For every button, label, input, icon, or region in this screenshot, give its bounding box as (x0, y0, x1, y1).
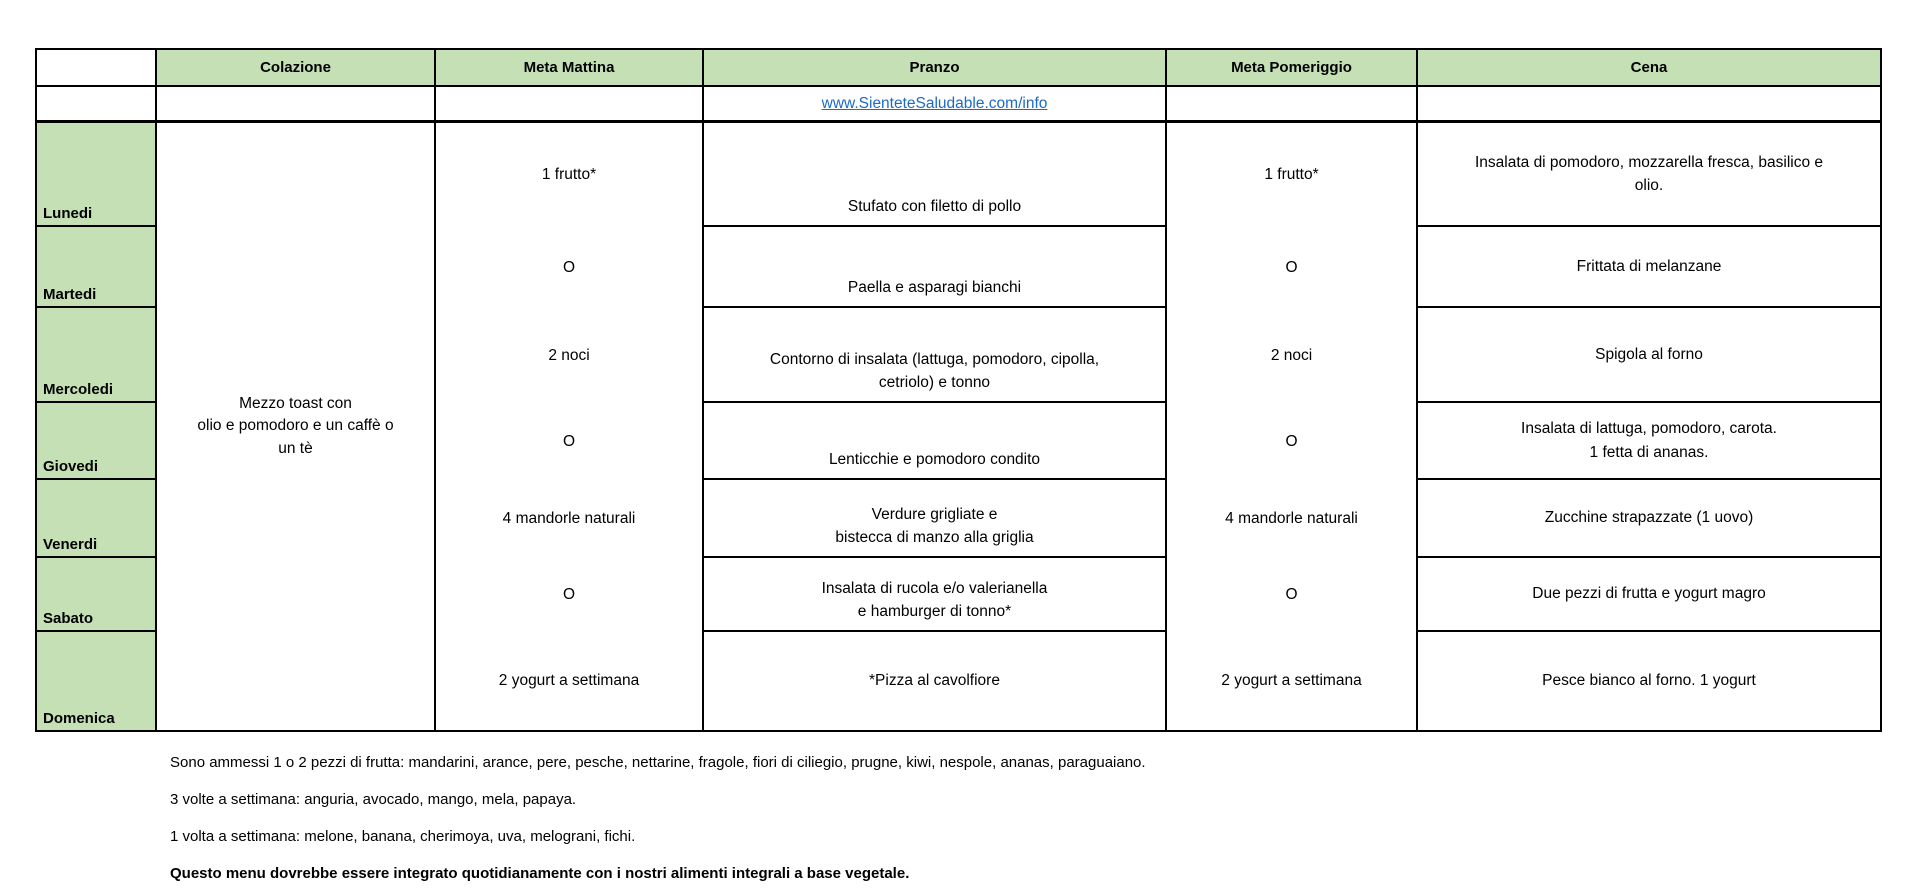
cena-sabato: Due pezzi di frutta e yogurt magro (1418, 558, 1880, 632)
column-meta-mattina: Meta Mattina 1 frutto* O 2 noci O 4 mand… (434, 50, 702, 730)
cena-venerdi: Zucchine strapazzate (1 uovo) (1418, 480, 1880, 558)
header-meta-pomeriggio: Meta Pomeriggio (1167, 50, 1416, 87)
header-pranzo: Pranzo (704, 50, 1165, 87)
cena-domenica: Pesce bianco al forno. 1 yogurt (1542, 672, 1756, 690)
meta-mattina-martedi: O (562, 258, 576, 276)
cena-giovedi: Insalata di lattuga, pomodoro, carota. 1… (1418, 403, 1880, 480)
note-fruit-allowed: Sono ammessi 1 o 2 pezzi di frutta: mand… (170, 754, 1146, 771)
day-cell-sabato: Sabato (37, 558, 155, 632)
day-label-domenica: Domenica (43, 710, 115, 727)
cena-mercoledi: Spigola al forno (1418, 308, 1880, 403)
weekly-menu-table: Lunedi Martedi Mercoledi Giovedi Venerdi… (35, 48, 1882, 732)
meta-pomeriggio-martedi: O (1285, 258, 1298, 276)
day-label-sabato: Sabato (43, 610, 94, 627)
meta-pomeriggio-giovedi: O (1285, 432, 1298, 450)
day-cell-mercoledi: Mercoledi (37, 308, 155, 403)
days-url-row-spacer (37, 87, 155, 123)
header-meta-mattina: Meta Mattina (436, 50, 702, 87)
column-days: Lunedi Martedi Mercoledi Giovedi Venerdi… (37, 50, 155, 730)
meta-pomeriggio-domenica: 2 yogurt a settimana (1221, 672, 1362, 689)
column-pranzo: Pranzo www.SienteteSaludable.com/info St… (702, 50, 1165, 730)
pranzo-venerdi: Verdure grigliate e bistecca di manzo al… (704, 480, 1165, 558)
info-link-cell: www.SienteteSaludable.com/info (704, 87, 1165, 123)
meta-mattina-lunedi: 1 frutto* (541, 166, 597, 183)
meta-pomeriggio-mercoledi: 2 noci (1270, 346, 1313, 364)
footer-notes: Sono ammessi 1 o 2 pezzi di frutta: mand… (170, 752, 1146, 893)
meta-mattina-mercoledi: 2 noci (548, 346, 590, 364)
meta-mattina-giovedi: O (562, 432, 576, 450)
day-label-lunedi: Lunedi (43, 205, 93, 222)
colazione-url-row-spacer (157, 87, 434, 123)
meta-mattina-sabato: O (562, 586, 576, 603)
cena-lunedi: Insalata di pomodoro, mozzarella fresca,… (1418, 123, 1880, 227)
meta-pomeriggio-lunedi: 1 frutto* (1264, 166, 1319, 183)
pranzo-sabato: Insalata di rucola e/o valerianella e ha… (704, 558, 1165, 632)
cena-url-row-spacer (1418, 87, 1880, 123)
day-label-giovedi: Giovedi (43, 458, 99, 475)
day-label-venerdi: Venerdi (43, 536, 98, 553)
meta-mattina-url-row-spacer (436, 87, 702, 123)
note-menu-integration: Questo menu dovrebbe essere integrato qu… (170, 865, 910, 882)
header-corner-cell (37, 50, 155, 87)
pranzo-lunedi: Stufato con filetto di pollo (704, 123, 1165, 227)
pranzo-mercoledi: Contorno di insalata (lattuga, pomodoro,… (704, 308, 1165, 403)
meta-pomeriggio-sabato: O (1285, 586, 1298, 603)
colazione-merged-cell: Mezzo toast con olio e pomodoro e un caf… (197, 394, 394, 457)
header-colazione: Colazione (157, 50, 434, 87)
column-meta-pomeriggio: Meta Pomeriggio 1 frutto* O 2 noci O 4 m… (1165, 50, 1416, 730)
day-cell-lunedi: Lunedi (37, 123, 155, 227)
pranzo-martedi: Paella e asparagi bianchi (704, 227, 1165, 308)
note-three-times-week: 3 volte a settimana: anguria, avocado, m… (170, 791, 577, 808)
meta-mattina-venerdi: 4 mandorle naturali (502, 510, 636, 527)
pranzo-giovedi: Lenticchie e pomodoro condito (704, 403, 1165, 480)
meta-pomeriggio-venerdi: 4 mandorle naturali (1225, 510, 1358, 527)
cena-martedi: Frittata di melanzane (1418, 227, 1880, 308)
info-link[interactable]: www.SienteteSaludable.com/info (821, 94, 1048, 112)
column-colazione: Colazione Mezzo toast con olio e pomodor… (155, 50, 434, 730)
day-cell-martedi: Martedi (37, 227, 155, 308)
pranzo-domenica: *Pizza al cavolfiore (869, 671, 1000, 689)
note-once-week: 1 volta a settimana: melone, banana, che… (170, 828, 636, 845)
header-cena: Cena (1418, 50, 1880, 87)
meta-mattina-domenica: 2 yogurt a settimana (498, 672, 640, 689)
day-cell-venerdi: Venerdi (37, 480, 155, 558)
meta-pomeriggio-url-row-spacer (1167, 87, 1416, 123)
day-label-mercoledi: Mercoledi (43, 381, 114, 398)
column-cena: Cena Insalata di pomodoro, mozzarella fr… (1416, 50, 1880, 730)
day-cell-giovedi: Giovedi (37, 403, 155, 480)
day-cell-domenica: Domenica (37, 632, 155, 730)
day-label-martedi: Martedi (43, 286, 97, 303)
